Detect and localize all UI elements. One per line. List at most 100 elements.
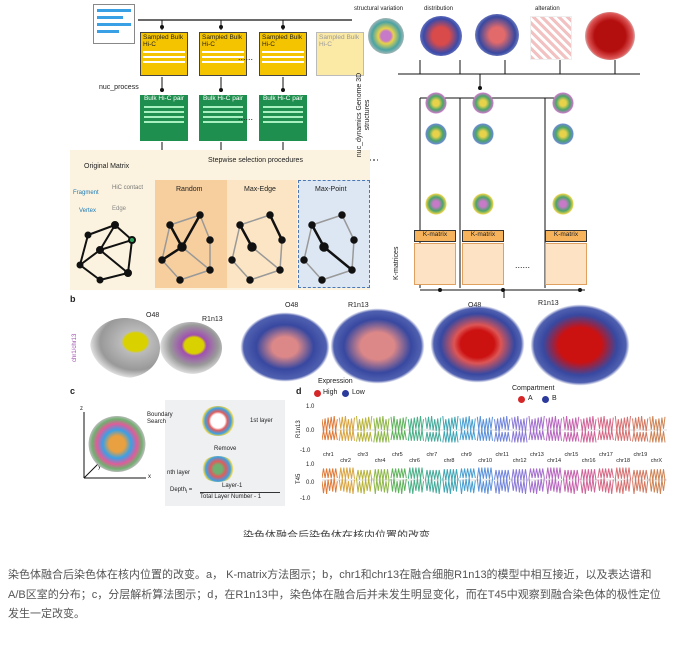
k-matrix-header: K-matrix (462, 230, 504, 242)
track-line (649, 431, 666, 443)
fraction-bar (200, 492, 280, 493)
k-matrix-body (414, 243, 456, 285)
track-line (649, 469, 666, 481)
chromosome-label: chr4 (374, 458, 386, 464)
structure-image (240, 312, 330, 382)
track-line (545, 477, 562, 495)
track-line (425, 477, 442, 495)
track-line (563, 431, 580, 442)
row-label-r1n13: R1n13 (296, 420, 302, 438)
k-matrix-header: K-matrix (545, 230, 587, 242)
heatmap-image (530, 16, 572, 60)
structure-image (368, 18, 404, 54)
track-line (614, 467, 631, 479)
sampled-card-label: Sampled Bulk Hi-C (143, 34, 184, 48)
comp-a-label: A (528, 395, 533, 402)
structure-image (472, 193, 494, 215)
depth-label: Depth (170, 487, 187, 493)
hic-contact-label: HiC contact (112, 185, 144, 191)
first-layer-label: 1st layer (250, 418, 273, 424)
track-line (407, 415, 424, 433)
track-line (511, 477, 528, 495)
comp-b-label: B (552, 395, 557, 402)
figure-title: 染色体融合后染色体在核内位置的改变 (243, 530, 430, 537)
track-line (511, 469, 528, 481)
track-line (390, 430, 407, 441)
comp-a-dot (518, 396, 525, 403)
track-line (528, 468, 545, 479)
chromosome-label: chr18 (616, 458, 631, 464)
sample-label: O48 (146, 312, 160, 319)
panel-d-label: d (296, 386, 302, 396)
y-tick: -1.0 (300, 448, 311, 454)
sampled-card-faded: Sampled Bulk Hi-C (316, 32, 364, 76)
high-dot (314, 390, 321, 397)
track-line (390, 468, 407, 479)
layer-image (200, 456, 236, 482)
structure-image (425, 123, 447, 145)
bulk-pair-label: Bulk Hi-C pair (143, 95, 185, 102)
label-alteration: alteration (535, 6, 560, 12)
figure-caption: 染色体融合后染色体在核内位置的改变。a， K-matrix方法图示；b，chr1… (8, 569, 661, 620)
chromosome-label: chr17 (599, 452, 613, 458)
comp-b-dot (542, 396, 549, 403)
depth-subscript: i (186, 489, 188, 496)
y-tick: -1.0 (300, 496, 311, 502)
original-matrix-label: Original Matrix (84, 163, 130, 170)
method-max-edge: Max-Edge (244, 186, 276, 193)
chromosome-label: chr14 (547, 458, 562, 464)
sample-label: O48 (285, 302, 299, 309)
structure-image (88, 416, 146, 472)
track-line (390, 477, 407, 495)
y-tick: 0.0 (306, 428, 315, 434)
axis-z: z (80, 406, 83, 412)
chromosome-label: chr9 (461, 452, 472, 458)
chromosome-label: chrX (650, 458, 663, 464)
track-line (597, 468, 614, 479)
track-line (614, 429, 631, 441)
track-line (459, 415, 476, 433)
track-line (476, 477, 493, 495)
track-line (338, 467, 355, 479)
track-line (407, 467, 424, 479)
track-line (597, 477, 614, 495)
track-line (632, 431, 649, 442)
track-line (528, 430, 545, 441)
chromosome-label: chr19 (633, 452, 648, 458)
track-line (356, 469, 373, 480)
edge-label: Edge (112, 206, 127, 212)
structure-image (330, 308, 425, 384)
structure-image (160, 322, 222, 374)
structure-image (425, 92, 447, 114)
y-tick: 1.0 (306, 404, 315, 410)
structure-image (425, 193, 447, 215)
label-structural-variation: structural variation (354, 6, 404, 12)
method-random: Random (176, 186, 203, 193)
track-line (494, 477, 511, 495)
track-line (373, 415, 390, 433)
track-line (545, 429, 562, 441)
boundary-search-label: Boundary Search (147, 412, 173, 425)
sample-label: R1n13 (202, 316, 223, 323)
chromosome-label: chr6 (409, 458, 420, 464)
k-matrix-body (462, 243, 504, 285)
track-line (632, 469, 649, 480)
track-line (649, 477, 666, 495)
k-matrices-label: K-matrices (393, 246, 400, 280)
track-line (614, 477, 631, 495)
track-line (373, 469, 390, 481)
track-line (322, 468, 338, 479)
depth-formula: Depthi = (170, 487, 193, 496)
chromosome-tracks (322, 415, 667, 495)
k-matrix-body (545, 243, 587, 285)
sampled-card-label: Sampled Bulk Hi-C (202, 34, 243, 48)
track-line (322, 415, 338, 433)
track-line (459, 468, 476, 479)
structure-image (552, 123, 574, 145)
structure-image (472, 92, 494, 114)
stepwise-label: Stepwise selection procedures (208, 157, 303, 164)
bulk-pair-card: Bulk Hi-C pair (140, 95, 188, 141)
track-line (511, 431, 528, 443)
track-line (476, 467, 493, 479)
ellipsis: ...... (238, 52, 254, 62)
